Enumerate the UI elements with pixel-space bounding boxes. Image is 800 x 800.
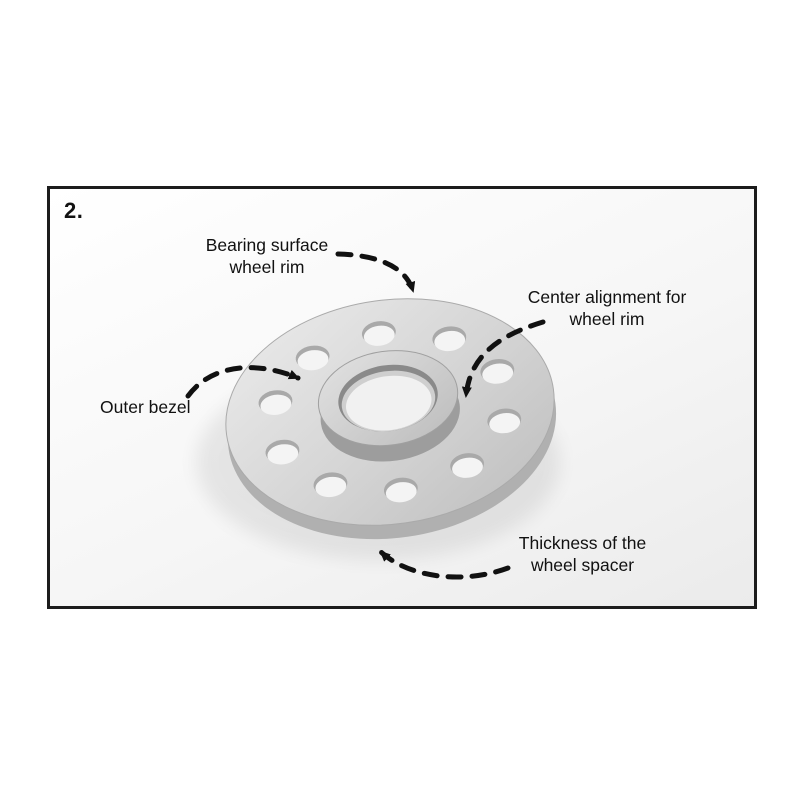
center-hub xyxy=(317,350,460,462)
arrow-outer-bezel xyxy=(185,365,301,399)
bolt-holes xyxy=(258,321,522,503)
label-thickness: Thickness of the wheel spacer xyxy=(505,532,660,576)
label-outer-bezel: Outer bezel xyxy=(100,396,210,418)
label-center-alignment-line2: wheel rim xyxy=(569,309,645,329)
step-number: 2. xyxy=(64,198,84,223)
arrow-center-alignment xyxy=(461,319,546,399)
label-bearing-surface: Bearing surface wheel rim xyxy=(192,234,342,278)
label-bearing-surface-line2: wheel rim xyxy=(229,257,305,277)
arrow-bearing-surface xyxy=(335,251,416,294)
arrow-thickness xyxy=(378,549,511,580)
label-thickness-line1: Thickness of the xyxy=(518,533,647,553)
label-bearing-surface-line1: Bearing surface xyxy=(205,235,329,255)
annotation-arrows xyxy=(185,251,546,580)
label-thickness-line2: wheel spacer xyxy=(530,555,635,575)
label-center-alignment-line1: Center alignment for xyxy=(527,287,687,307)
label-center-alignment: Center alignment for wheel rim xyxy=(512,286,702,330)
wheel-spacer xyxy=(225,298,557,540)
label-outer-bezel-text: Outer bezel xyxy=(100,397,191,417)
